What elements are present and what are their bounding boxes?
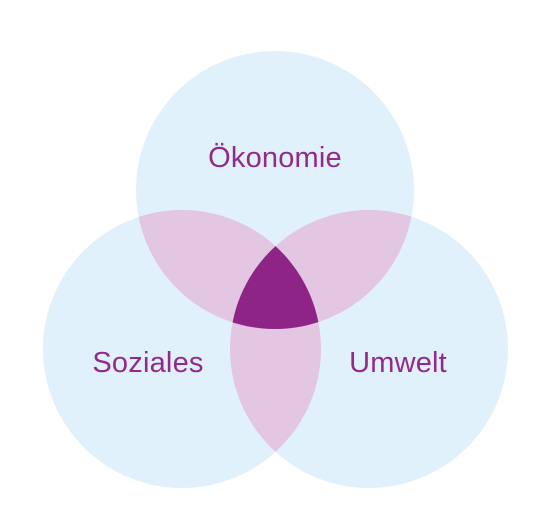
label-umwelt: Umwelt: [349, 347, 447, 379]
label-soziales: Soziales: [92, 347, 203, 379]
label-oekonomie: Ökonomie: [208, 142, 342, 174]
overlap-center: [230, 210, 321, 329]
